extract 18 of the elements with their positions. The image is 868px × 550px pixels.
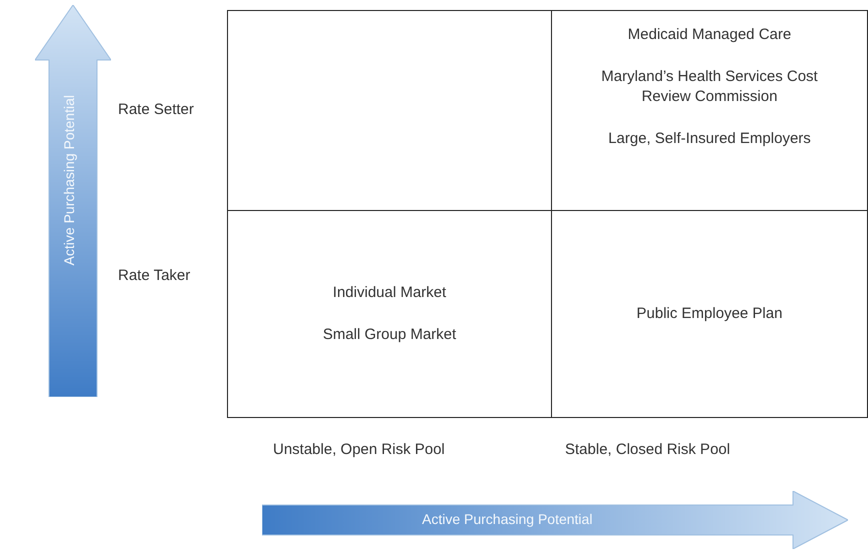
arrow-label: Active Purchasing Potential — [61, 95, 77, 266]
cell-text: Public Employee Plan — [636, 304, 782, 324]
cell-text: Individual Market — [332, 283, 446, 303]
row-label: Rate Taker — [118, 266, 192, 286]
block-arrow — [35, 5, 111, 397]
column-label: Unstable, Open Risk Pool — [273, 440, 446, 460]
cell-text: Medicaid Managed Care — [628, 25, 792, 45]
matrix-cell — [227, 10, 552, 211]
arrow-label: Active Purchasing Potential — [422, 511, 592, 527]
matrix-cell — [551, 210, 868, 418]
cell-text: Maryland’s Health Services Cost Review Commission — [600, 67, 819, 107]
matrix-cell — [551, 10, 868, 211]
block-arrow — [262, 491, 848, 549]
cell-text: Small Group Market — [322, 325, 456, 345]
cell-text: Large, Self-Insured Employers — [608, 129, 811, 149]
matrix-cell — [227, 210, 552, 418]
column-label: Stable, Closed Risk Pool — [565, 440, 732, 460]
row-label: Rate Setter — [118, 100, 195, 120]
